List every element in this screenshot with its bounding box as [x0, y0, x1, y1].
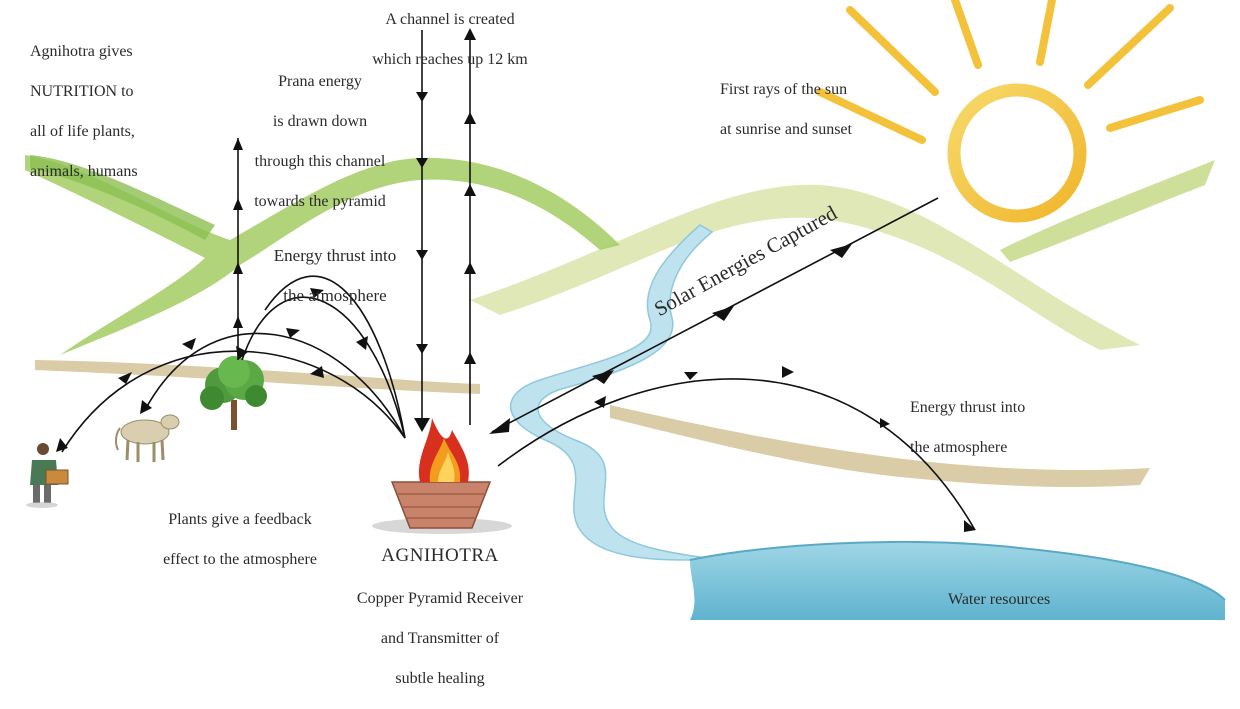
thrust-left-label: Energy thrust into the atmosphere — [273, 246, 397, 305]
hill-green — [25, 155, 620, 355]
agnihotra-description: Copper Pyramid Receiver and Transmitter … — [356, 590, 524, 687]
agnihotra-diagram — [25, 0, 1226, 620]
first-rays-label: First rays of the sun at sunrise and sun… — [720, 81, 852, 138]
water-resources-label: Water resources — [948, 591, 1051, 608]
cow-icon — [115, 414, 180, 462]
lake-shore — [689, 540, 1226, 601]
lake — [690, 541, 1225, 620]
prana-label: Prana energy is drawn down through this … — [254, 73, 386, 210]
tree-icon — [200, 356, 267, 430]
channel-label: A channel is created which reaches up 12… — [372, 11, 528, 68]
fire-pyramid-icon — [372, 418, 512, 534]
landscape — [25, 155, 1226, 620]
hill-pale-right — [1000, 160, 1215, 262]
curve-to-water — [497, 378, 976, 531]
agnihotra-title: AGNIHOTRA — [381, 545, 499, 566]
curve-to-cow — [144, 332, 406, 439]
feedback-label: Plants give a feedback effect to the atm… — [163, 511, 317, 568]
curve-to-tree — [241, 296, 406, 439]
earth-band-right — [610, 405, 1150, 488]
nutrition-label: Agnihotra gives NUTRITION to all of life… — [30, 43, 138, 180]
sun-icon — [816, 0, 1204, 223]
hill-pale — [470, 184, 1140, 350]
person-icon — [26, 443, 69, 508]
curve-up-left — [264, 275, 406, 439]
thrust-right-label: Energy thrust into the atmosphere — [910, 399, 1026, 456]
hill-green-top — [30, 155, 215, 240]
arrowheads — [56, 28, 976, 532]
